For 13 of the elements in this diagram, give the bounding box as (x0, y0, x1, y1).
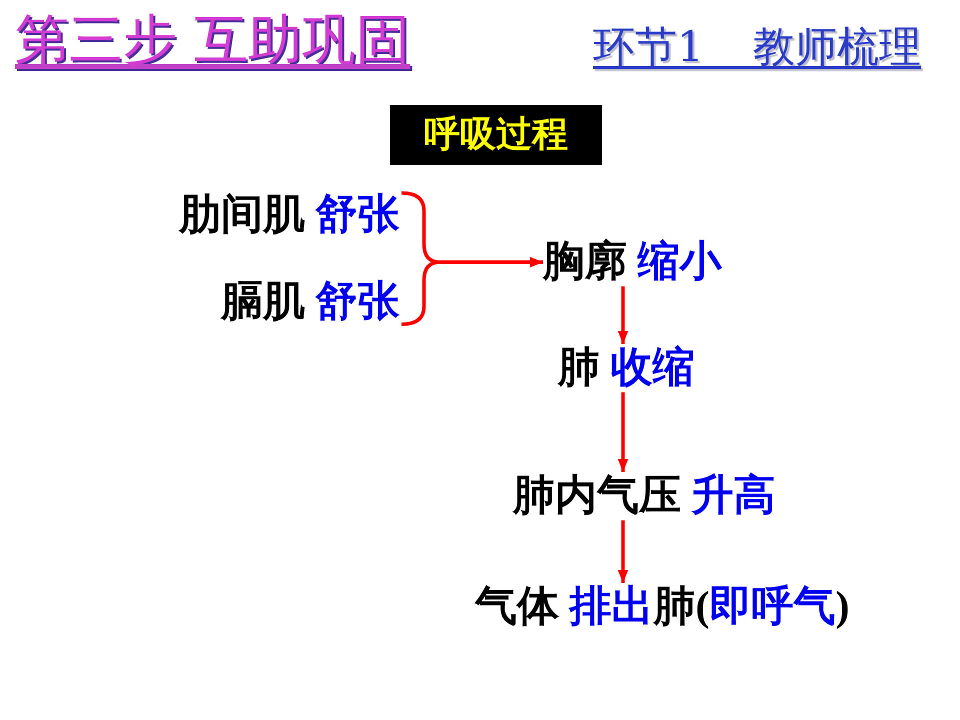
flow-step-text: 肋间肌 舒张 (179, 191, 400, 240)
flow-step-text: 肺 收缩 (558, 344, 694, 392)
flow-step-text: 膈肌 舒张 (221, 278, 400, 326)
heading-banner: 呼吸过程 (390, 105, 602, 165)
flow-step-text: 气体 排出肺(即呼气) (475, 583, 850, 632)
page-title: 第三步 互助巩固 (15, 8, 410, 73)
flow-step-text: 胸廓 缩小 (543, 238, 722, 286)
arrow (618, 392, 628, 472)
section-label: 环节1 教师梳理 (593, 22, 922, 72)
brace-arrow (401, 256, 543, 326)
arrow (618, 286, 628, 344)
flow-step-text: 肺内气压 升高 (513, 472, 776, 520)
arrow (618, 520, 628, 583)
